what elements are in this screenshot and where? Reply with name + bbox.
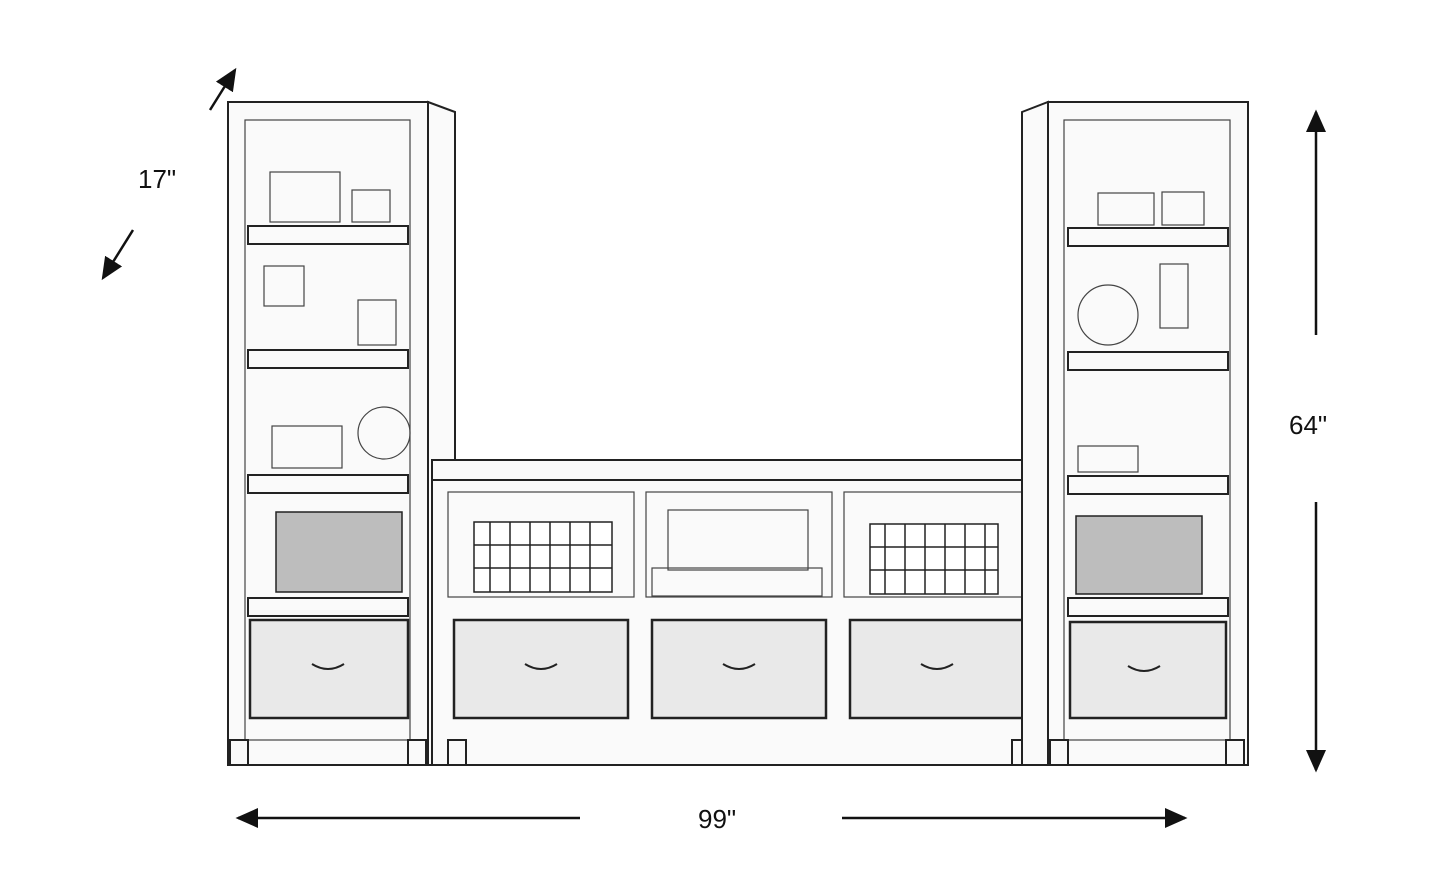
wire-basket <box>473 521 613 593</box>
depth-arrow-down <box>101 229 135 281</box>
right-bookcase-tower <box>1021 100 1249 766</box>
woven-basket <box>1075 515 1203 595</box>
tv-console <box>431 459 1045 766</box>
wire-basket <box>869 523 999 595</box>
woven-basket <box>275 511 403 593</box>
height-label: 64" <box>1289 410 1328 440</box>
depth-arrow-up <box>208 67 237 111</box>
depth-label: 17" <box>138 164 177 194</box>
width-label: 99" <box>698 804 737 834</box>
left-bookcase-tower <box>227 100 456 766</box>
